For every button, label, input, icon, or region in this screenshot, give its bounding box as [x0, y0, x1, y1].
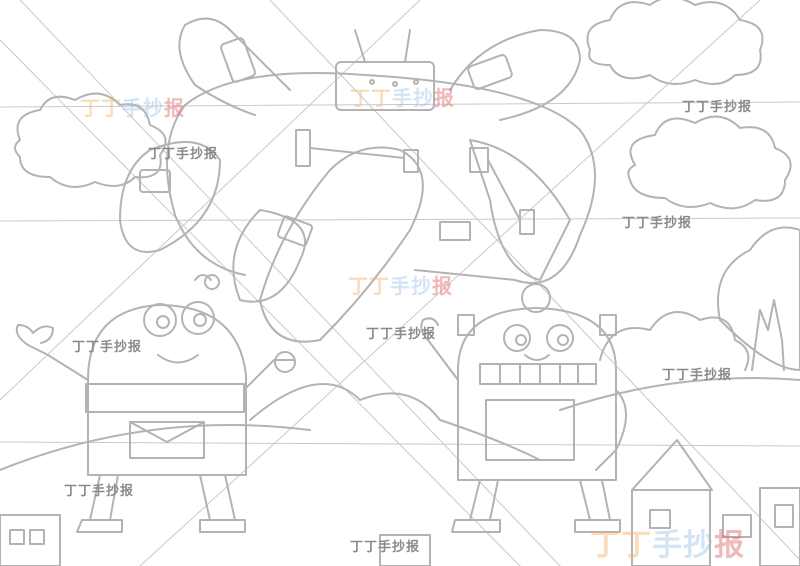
hill-center [249, 383, 541, 461]
hill-right [559, 377, 800, 411]
cloud-left [14, 92, 167, 188]
watermark-logo-part: 丁丁 [348, 274, 390, 298]
watermark-logo-part: 手抄 [392, 86, 434, 110]
watermark-logo-part: 报 [434, 86, 455, 110]
watermark-text: 丁丁手抄报 [64, 484, 135, 499]
tree-right [717, 226, 800, 371]
tree-trunk [751, 299, 785, 371]
right-robot [420, 283, 627, 533]
watermark-logo-part: 报 [164, 96, 185, 120]
bush-right [599, 311, 750, 371]
spaceship-robot [119, 17, 596, 343]
watermark-text: 丁丁手抄报 [72, 340, 143, 355]
watermark-text: 丁丁手抄报 [148, 147, 219, 162]
watermark-logo-part: 丁丁 [350, 86, 392, 110]
watermark-text: 丁丁手抄报 [682, 100, 753, 115]
watermark-text: 丁丁手抄报 [350, 540, 421, 555]
cloud-right [627, 115, 792, 210]
watermark-logo-part: 丁丁 [80, 96, 122, 120]
watermark-logo-part: 手抄 [122, 96, 164, 120]
watermark-logo-part: 手抄 [652, 528, 714, 563]
watermark-logo-part: 报 [432, 274, 453, 298]
watermark-logo: 丁丁手抄报 [348, 270, 453, 299]
cloud-top-right [586, 0, 764, 85]
watermark-text: 丁丁手抄报 [366, 327, 437, 342]
hill-left [0, 424, 311, 471]
watermark-logo-part: 手抄 [390, 274, 432, 298]
house-left [0, 514, 431, 566]
watermark-text: 丁丁手抄报 [622, 216, 693, 231]
house-right [631, 439, 800, 566]
watermark-logo-part: 丁丁 [590, 528, 652, 563]
watermark-logo: 丁丁手抄报 [350, 82, 455, 111]
watermark-logo: 丁丁手抄报 [590, 520, 745, 564]
left-robot [15, 274, 296, 533]
watermark-text: 丁丁手抄报 [662, 368, 733, 383]
watermark-logo: 丁丁手抄报 [80, 92, 185, 121]
watermark-logo-part: 报 [714, 528, 745, 563]
